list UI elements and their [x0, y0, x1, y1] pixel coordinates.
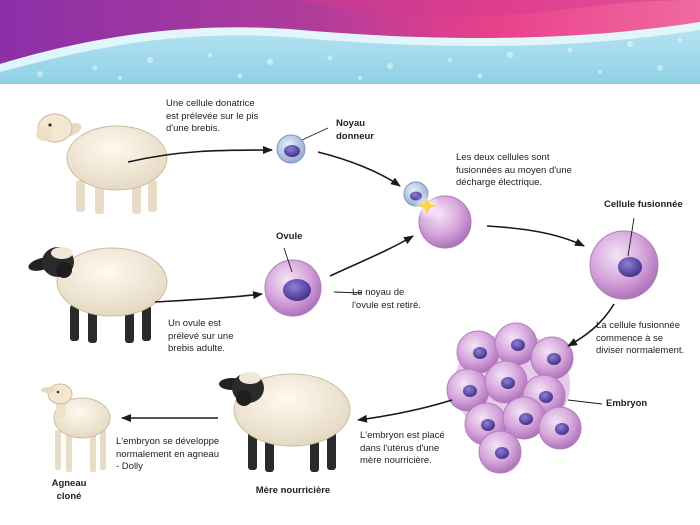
- arrow-ovule-donor-to-ovule: [154, 291, 263, 303]
- ovule-cell: [264, 259, 322, 317]
- fusion-cells: [403, 181, 472, 249]
- process-arrows: [121, 146, 615, 423]
- ovule-donor-sheep: [28, 247, 168, 343]
- cell-division-text: La cellule fusionnée commence à se divis…: [596, 320, 685, 356]
- header-banner: [0, 0, 700, 84]
- embryo-cell: [530, 336, 574, 380]
- ovule-donor-text: Un ovule est prélevé sur une brebis adul…: [168, 318, 234, 354]
- donor-cell-text: Une cellule donatrice est prélevée sur l…: [166, 98, 259, 134]
- donor-nucleus-cell: [276, 134, 306, 164]
- embryo-cell: [446, 368, 490, 412]
- ovule-label: Ovule: [276, 231, 303, 242]
- embryo-cell: [502, 396, 546, 440]
- fused-cell-label: Cellule fusionnée: [604, 199, 683, 210]
- cloned-lamb-label: Agneau cloné: [51, 478, 87, 502]
- surrogate-sheep: [219, 372, 351, 472]
- embryo-cell: [538, 406, 582, 450]
- surrogate-mother-label: Mère nourricière: [255, 485, 331, 496]
- develop-text: L'embryon se développe normalement en ag…: [116, 436, 220, 472]
- fusion-text: Les deux cellules sont fusionnées au moy…: [456, 152, 572, 188]
- implant-text: L'embryon est placé dans l'utérus d'une …: [360, 430, 445, 466]
- cloned-lamb: [41, 383, 111, 472]
- donor-nucleus-label: Noyau donneur: [336, 118, 374, 142]
- arrow-donor-to-nucleus: [127, 146, 273, 163]
- arrow-fused-to-embryo: [567, 303, 615, 347]
- embryo-cell: [494, 322, 538, 366]
- embryo-cell: [484, 360, 528, 404]
- arrow-embryo-to-surrogate: [357, 399, 453, 423]
- donor-sheep: [36, 113, 168, 214]
- nucleus-removed-text: Le noyau de l'ovule est retiré.: [352, 287, 421, 311]
- fused-cell: [589, 230, 659, 300]
- embryo-cell: [478, 430, 522, 474]
- embryo-label: Embryon: [606, 398, 648, 409]
- arrow-fusion-to-fused: [486, 225, 585, 247]
- embryo-cluster: [446, 322, 582, 474]
- arrow-ovule-to-fusion: [329, 235, 414, 277]
- arrow-nucleus-to-fusion: [317, 151, 401, 187]
- pointer-lines: [283, 127, 635, 405]
